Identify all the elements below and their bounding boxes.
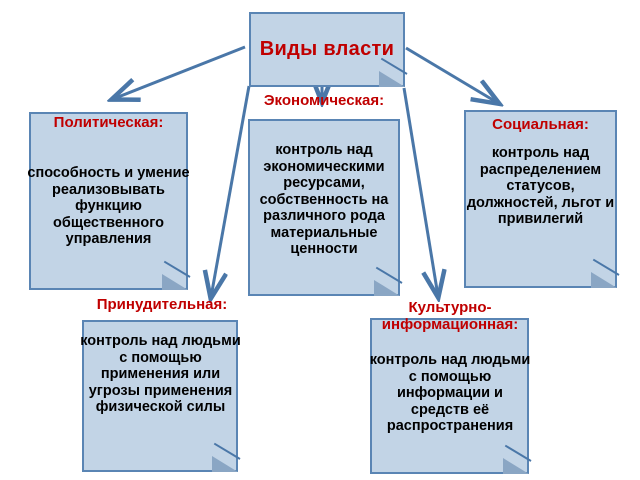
node-coercive-heading: Принудительная: (96, 296, 228, 313)
node-coercive-box[interactable] (82, 320, 238, 472)
node-political-box[interactable] (29, 112, 188, 290)
node-economic-body: контроль над экономическими ресурсами, с… (259, 142, 389, 258)
node-coercive-body: контроль над людьми с помощью применения… (80, 333, 241, 416)
node-social-heading: Социальная: (492, 116, 589, 133)
node-social-box[interactable] (464, 110, 617, 288)
node-title-box[interactable]: Виды власти (249, 12, 405, 87)
node-political-heading: Политическая: (53, 114, 164, 131)
connector-title-political (113, 45, 246, 99)
node-social-body: контроль над распределением статусов, до… (466, 145, 615, 228)
node-economic-heading: Экономическая: (263, 92, 385, 109)
node-cultural-heading: Культурно-информационная: (381, 299, 519, 333)
node-cultural-box[interactable] (370, 318, 529, 474)
diagram-title: Виды власти (259, 37, 395, 60)
connector-title-social (405, 46, 498, 103)
node-economic-box[interactable] (248, 119, 400, 296)
node-cultural-body: контроль над людьми с помощью информации… (369, 352, 531, 435)
connector-title-cultural (402, 87, 438, 296)
node-political-body: способность и умение реализовывать функц… (27, 165, 190, 248)
